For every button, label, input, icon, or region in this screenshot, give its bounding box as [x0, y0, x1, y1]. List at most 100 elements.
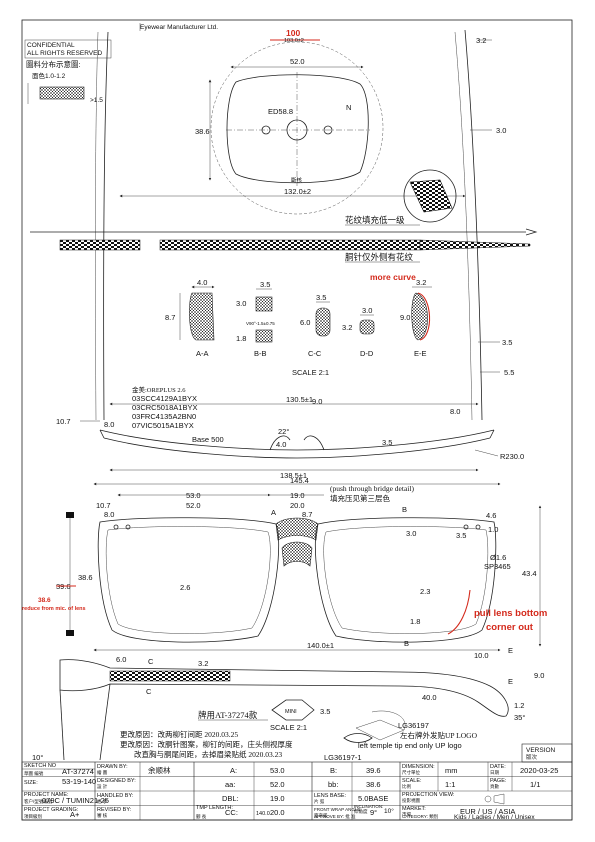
more-curve-note: more curve: [370, 272, 416, 282]
revised-label: REVISED BY:: [97, 807, 132, 813]
section-cc: 3.5 6.0 C-C: [300, 293, 331, 358]
temple-view: 140.0±1 6.0 C C 3.2 10.0 E E 9.0 40.0 1.…: [32, 641, 544, 762]
company-name: Eyewear Manufacturer Ltd.: [140, 24, 218, 31]
date-label: DATE:: [490, 764, 506, 770]
date-value: 2020-03-25: [520, 766, 558, 775]
core-pin: 胴针仅外侧有花纹: [30, 228, 538, 263]
lens-top-strike: 103.0±2: [284, 38, 304, 44]
legend-note: 面色1.0-1.2: [32, 71, 66, 80]
temple-dim-60: 6.0: [116, 655, 126, 664]
front-left-rim: [97, 517, 280, 643]
temple-e-bottom: E: [508, 677, 513, 686]
sketch-cn: 草圖 編號: [24, 770, 44, 777]
logo-text: MINI: [285, 709, 297, 715]
front-total: 145.4: [290, 476, 309, 485]
scale-cn: 比例: [402, 783, 411, 790]
revision-1: 更改原因：改两柳钉间距 2020.03.25: [120, 729, 238, 739]
project-cn: 客户/型號編號: [24, 798, 53, 805]
front-bridge2: 20.0: [290, 501, 305, 510]
projection-cn: 投影視圖: [402, 797, 420, 804]
top-left-b: 8.0: [104, 420, 114, 429]
front-sp: SP3465: [484, 562, 511, 571]
bridge-note-1: (push through bridge detail): [330, 484, 414, 493]
section-dd: 3.0 3.2 D-D: [342, 306, 375, 358]
temple-gap-dim: 3.2: [476, 36, 486, 45]
top-d2: 9.0: [312, 397, 322, 406]
bb-height2: 1.8: [236, 334, 246, 343]
cc-height: 6.0: [300, 318, 310, 327]
revision-notes: 更改原因：改两柳钉间距 2020.03.25 更改原因：改胴针图案，柳钉的间距，…: [120, 729, 293, 759]
drawn-value: 余顺林: [148, 765, 171, 775]
material-title: 金美:OREPLUS 2.6: [132, 385, 186, 394]
temple-dim-400: 40.0: [422, 693, 437, 702]
project-label: PROJECT NAME:: [24, 792, 69, 798]
dbl-value: 19.0: [270, 794, 285, 803]
title-block: VERSION 版次 SKETCH NO 草圖 編號 AT-37274 SIZE…: [21, 743, 573, 821]
sketch-label: SKETCH NO: [24, 763, 57, 769]
size-value: 53-19-140: [62, 777, 96, 786]
lens-n: N: [346, 103, 351, 112]
wrap-value: 9°: [370, 808, 377, 817]
temple-dim-90: 9.0: [534, 671, 544, 680]
tmp-cn: 腳 長: [196, 813, 207, 820]
section-bb: 3.5 3.0 1.8 V90°-1.5±0.75 B-B: [236, 280, 275, 358]
lens-top-red: 100: [286, 28, 300, 38]
front-view: 145.4 53.0 19.0 52.0 20.0 (push through …: [22, 476, 547, 648]
market-value: EUR / US / ASIA: [460, 807, 515, 816]
a-label: A:: [230, 766, 237, 775]
front-18: 1.8: [410, 617, 420, 626]
aa-height: 8.7: [165, 313, 175, 322]
corner-red-line: [447, 589, 471, 635]
code-1: 03SCC4129A1BYX: [132, 394, 197, 403]
sketch-value: AT-37274: [62, 767, 94, 776]
drawn-cn: 繪 圖: [97, 769, 108, 776]
code-2: 03CRC5018A1BYX: [132, 403, 197, 412]
bb-width: 3.5: [260, 280, 270, 289]
cc-value: 20.0: [270, 808, 285, 817]
temple-left-angle: 10°: [32, 753, 43, 762]
section-aa: 4.0 8.7 A-A: [165, 278, 215, 358]
b-value: 39.6: [366, 766, 381, 775]
dd-label: D-D: [360, 349, 374, 358]
revised-cn: 審 核: [97, 812, 108, 819]
temple-code-2: LG36197-1: [324, 753, 362, 762]
lens-view: 100 103.0±2 52.0 38.6 ED58.8 N 斷核 132.0±…: [119, 28, 466, 215]
inclination-value: 10°: [384, 807, 394, 815]
designed-label: DESIGNED BY:: [97, 778, 136, 784]
market-cn: 市場: [402, 811, 411, 818]
logo-mark: [271, 699, 315, 721]
temple-scale: SCALE 2:1: [270, 723, 307, 732]
dimension-label: DIMENSION:: [402, 764, 435, 770]
header-block: Eyewear Manufacturer Ltd. CONFIDENTIAL A…: [24, 23, 218, 104]
scale-label: SCALE:: [402, 778, 422, 784]
aa-value: 52.0: [270, 780, 285, 789]
page-cn: 頁數: [490, 783, 499, 790]
projection-label: PROJECTION VIEW:: [402, 792, 455, 798]
confidential-label: CONFIDENTIAL: [27, 42, 75, 49]
scale-value: 1:1: [445, 780, 455, 789]
rights-label: ALL RIGHTS RESERVED: [27, 50, 102, 57]
dimension-cn: 尺寸單位: [402, 769, 420, 776]
temple-total: 140.0±1: [307, 641, 334, 650]
category-label: CATEGORY: 類別: [402, 813, 439, 820]
bb-height1: 3.0: [236, 299, 246, 308]
aa-label: aa:: [225, 780, 235, 789]
lensbase-cn: 片 弧: [314, 798, 325, 805]
tmp-label: TMP LENGTH:: [196, 805, 233, 811]
date-cn: 日期: [490, 770, 499, 776]
top-d1: 4.0: [276, 440, 286, 449]
bb-label: bb:: [328, 780, 338, 789]
category-value: Kids / Ladies / Men / Unisex: [454, 814, 535, 821]
ee-height: 9.0: [400, 313, 410, 322]
front-26: 2.6: [180, 583, 190, 592]
pin-note: 胴针仅外侧有花纹: [345, 252, 414, 262]
ee-label: E-E: [414, 349, 427, 358]
confidential-box: [24, 39, 112, 59]
wrap-cn: 面弯弧: [314, 812, 328, 819]
drawn-label: DRAWN BY:: [97, 764, 128, 770]
dimension-value: mm: [445, 766, 458, 775]
temple-c-top: C: [148, 657, 154, 666]
front-left-dim2: 8.0: [104, 510, 114, 519]
temple-code-1: LG36197: [398, 721, 429, 730]
